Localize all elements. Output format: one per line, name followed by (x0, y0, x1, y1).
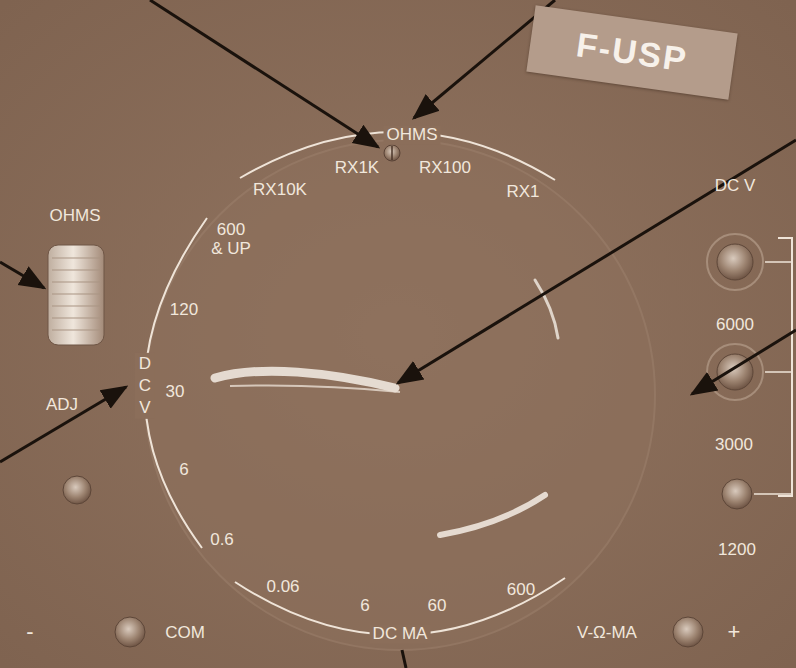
scale-number: 6 (360, 597, 369, 616)
range-label: RX1 (506, 183, 539, 202)
jack-label: 3000 (715, 436, 753, 455)
range-label: RX1K (335, 159, 379, 178)
bracket-tick (765, 261, 792, 263)
polarity-sign: + (728, 620, 741, 644)
jack (63, 234, 763, 647)
scale-number: 0.6 (210, 531, 234, 550)
adjust-screw (384, 145, 400, 161)
scale-number: 600 (507, 581, 535, 600)
polarity-sign: - (26, 620, 33, 644)
bracket-tick (765, 371, 792, 373)
scale-number: 30 (166, 383, 185, 402)
scale-number: 120 (170, 301, 198, 320)
control-label: ADJ (46, 396, 78, 415)
scale-title: D C V (135, 353, 155, 419)
jack-label: DC V (715, 177, 756, 196)
tape-text: F-USP (574, 25, 690, 79)
scale-title: DC MA (370, 625, 431, 644)
bracket-tick (754, 493, 792, 495)
knob-ridges (52, 258, 100, 330)
jack-label: COM (165, 624, 205, 643)
range-label: RX100 (419, 159, 471, 178)
range-label: RX10K (253, 181, 307, 200)
ohms-adjust-knob (48, 245, 104, 345)
scale-title: OHMS (384, 126, 441, 145)
scale-number: 0.06 (266, 578, 299, 597)
needle (230, 385, 400, 392)
control-label: OHMS (50, 207, 101, 226)
screw-slot (391, 146, 393, 160)
jack-label: 6000 (716, 316, 754, 335)
tape-label: F-USP (526, 5, 737, 100)
glare (440, 495, 545, 535)
jack-label: V-Ω-MA (577, 624, 637, 643)
scale-number: 60 (428, 597, 447, 616)
scale-number: 600 & UP (210, 221, 252, 258)
scale-number: 6 (179, 461, 188, 480)
jack-label: 1200 (718, 541, 756, 560)
range-bracket (778, 238, 792, 496)
meter-glass (145, 140, 655, 650)
